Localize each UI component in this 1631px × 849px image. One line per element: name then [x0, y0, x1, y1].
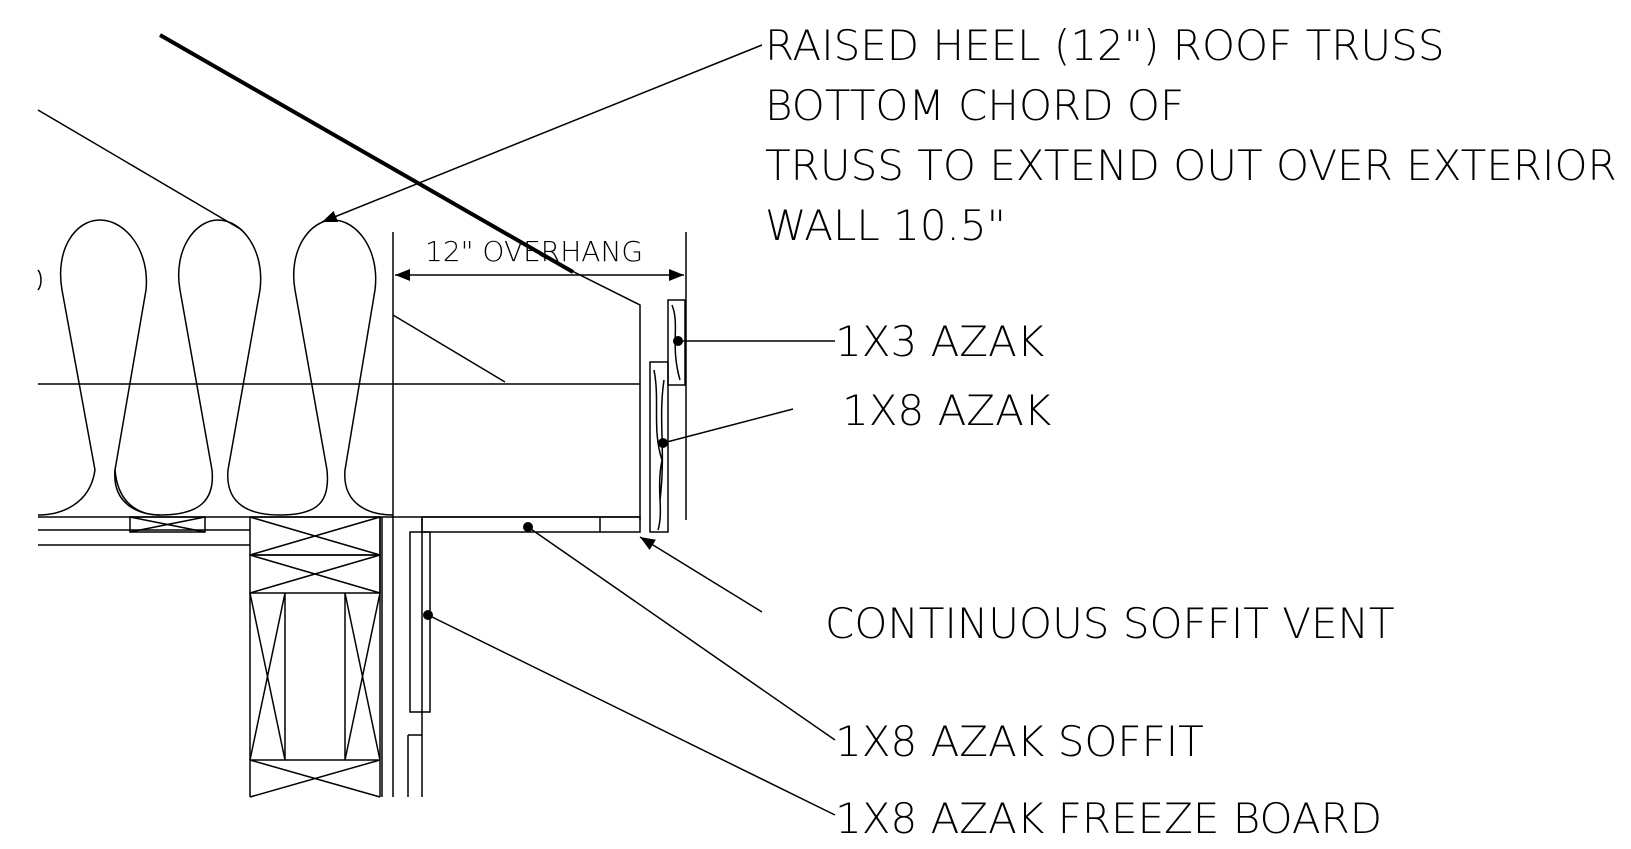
freeze-board-leader — [423, 610, 836, 816]
soffit-vent-leader — [639, 536, 763, 613]
truss-web-line — [392, 314, 506, 383]
truss-heel-chord — [539, 254, 641, 520]
trim-1x3-label: 1X3 AZAK — [835, 317, 1045, 366]
blocking — [129, 516, 206, 533]
trim-leader — [673, 336, 835, 346]
wall-studs — [249, 517, 381, 798]
roof-sheathing-line — [37, 109, 243, 231]
soffit-leader — [523, 522, 836, 741]
freeze-board-label: 1X8 AZAK FREEZE BOARD — [835, 794, 1382, 843]
soffit-vent-label: CONTINUOUS SOFFIT VENT — [825, 599, 1395, 648]
soffit-board — [421, 516, 641, 533]
truss-leader — [321, 44, 763, 223]
fascia-board — [649, 361, 669, 533]
truss-callout-line-4: WALL 10.5" — [765, 201, 1006, 250]
wall-sheathing — [381, 232, 431, 797]
truss-callout-line-1: RAISED HEEL (12") ROOF TRUSS — [765, 21, 1445, 70]
truss-callout-line-2: BOTTOM CHORD OF — [765, 81, 1184, 130]
overhang-dimension-label: 12" OVERHANG — [425, 235, 643, 268]
fascia-leader — [658, 408, 794, 448]
roof-top-chord — [159, 33, 574, 274]
truss-callout-line-3: TRUSS TO EXTEND OUT OVER EXTERIOR — [765, 141, 1617, 190]
top-plates — [249, 516, 381, 594]
soffit-label: 1X8 AZAK SOFFIT — [835, 717, 1204, 766]
batt-insulation — [37, 219, 394, 516]
fascia-1x8-label: 1X8 AZAK — [842, 386, 1052, 435]
